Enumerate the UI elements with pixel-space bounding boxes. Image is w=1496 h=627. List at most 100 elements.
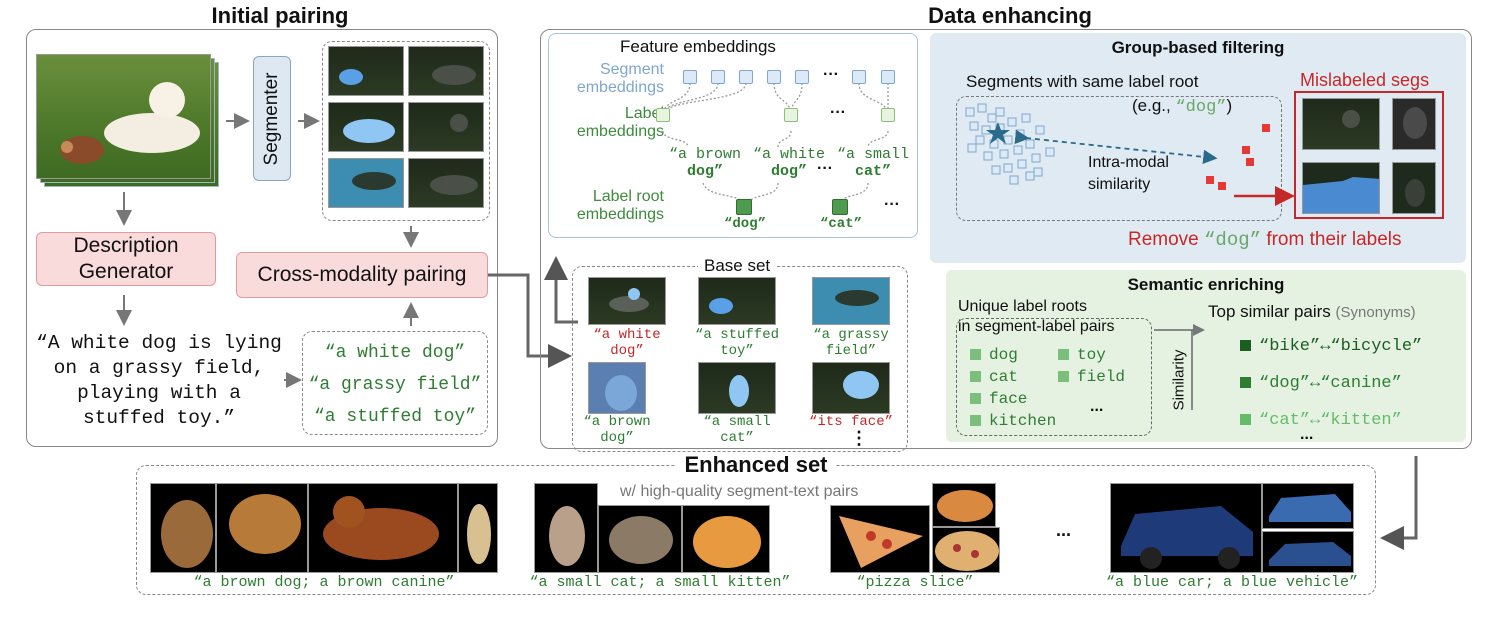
root-item: cat xyxy=(970,366,1056,388)
group-filtering-title: Group-based filtering xyxy=(1111,38,1285,57)
synonym-pairs: “bike”↔“bicycle” “dog”↔“canine” “cat”↔“k… xyxy=(1240,328,1422,439)
label-node xyxy=(881,108,895,122)
root-text-cat: “cat” xyxy=(819,216,862,232)
synonym-pair: “dog”↔“canine” xyxy=(1240,365,1422,402)
base-thumb-brown-dog xyxy=(588,362,646,414)
enhanced-caption: “pizza slice” xyxy=(856,574,974,591)
enhanced-car-2 xyxy=(1262,483,1354,529)
segment-node xyxy=(852,70,866,84)
phrases-list: “a white dog” “a grassy field” “a stuffe… xyxy=(302,337,488,433)
enhanced-cat-2 xyxy=(598,505,682,573)
segment-ellipsis: ··· xyxy=(823,66,839,83)
enhanced-pizza-2 xyxy=(932,483,996,527)
base-thumb-grassy-field xyxy=(812,277,890,325)
segment-toy xyxy=(328,46,404,96)
enhanced-dog-1 xyxy=(150,483,216,573)
mislabeled-segs-box xyxy=(1294,91,1444,219)
similarity-arrow xyxy=(1154,324,1205,410)
segmenter-box: Segmenter xyxy=(253,56,291,181)
root-item: dog xyxy=(970,344,1056,366)
example-root-label: (e.g., “dog”) xyxy=(1132,96,1233,117)
enhanced-subtitle: w/ high-quality segment-text pairs xyxy=(620,483,859,500)
description-generator-label: Description Generator xyxy=(73,234,179,283)
phrase-item: “a grassy field” xyxy=(308,375,482,395)
segment-embeddings-label: Segment embeddings xyxy=(576,61,664,96)
caption-line: stuffed toy.” xyxy=(82,407,236,429)
synonym-pair: “bike”↔“bicycle” xyxy=(1240,328,1422,365)
root-item: toy xyxy=(1058,344,1125,366)
root-item: field xyxy=(1058,366,1125,388)
feature-embeddings-title: Feature embeddings xyxy=(620,37,776,56)
semantic-enriching-panel xyxy=(946,270,1466,442)
enhanced-caption: “a blue car; a blue vehicle” xyxy=(1105,574,1359,591)
root-item: face xyxy=(970,388,1056,410)
enhanced-car-3 xyxy=(1262,531,1354,573)
segment-node xyxy=(739,70,753,84)
root-ellipsis: ··· xyxy=(884,196,900,213)
segment-scene-dim xyxy=(408,158,484,208)
base-thumb-face xyxy=(812,362,890,414)
data-enhancing-panel xyxy=(540,29,1472,449)
same-root-label: Segments with same label root xyxy=(966,72,1199,91)
enhanced-dog-3 xyxy=(308,483,458,573)
unique-roots-col1: dog cat face kitchen xyxy=(970,344,1056,432)
unique-roots-more: ... xyxy=(1090,398,1104,415)
synonym-pairs-more: ... xyxy=(1300,426,1314,443)
cross-modality-pairing-box: Cross-modality pairing xyxy=(236,252,488,298)
enhanced-caption: “a brown dog; a brown canine” xyxy=(193,574,455,591)
semantic-enriching-title: Semantic enriching xyxy=(1127,275,1285,294)
mislabeled-seg-3 xyxy=(1302,162,1380,214)
base-caption: “its face” xyxy=(808,414,893,430)
enhanced-ellipsis: ... xyxy=(1056,520,1072,540)
base-more-ellipsis: ⋮ xyxy=(850,428,868,448)
base-thumb-white-dog xyxy=(588,277,666,325)
top-similar-pairs-label: Top similar pairs (Synonyms) xyxy=(1208,302,1416,321)
base-thumb-stuffed-toy xyxy=(698,277,776,325)
initial-pairing-heading: Initial pairing xyxy=(211,3,349,28)
root-item: kitchen xyxy=(970,410,1056,432)
mislabeled-arrow xyxy=(1234,186,1295,206)
label-root-embeddings-label: Label root embeddings xyxy=(576,188,664,223)
enhanced-cat-1 xyxy=(534,483,598,573)
enhanced-dog-2 xyxy=(216,483,308,573)
synonym-pair: “cat”↔“kitten” xyxy=(1240,402,1422,439)
centroid-star-icon xyxy=(986,122,1010,144)
segment-node xyxy=(881,70,895,84)
data-enhancing-heading: Data enhancing xyxy=(928,3,1092,28)
label-ellipsis: ··· xyxy=(830,104,846,121)
enhanced-caption: “a small cat; a small kitten” xyxy=(529,574,791,591)
base-set-title: Base set xyxy=(698,256,777,276)
generated-caption: “A white dog is lying on a grassy field,… xyxy=(28,331,290,431)
phrase-item: “a stuffed toy” xyxy=(313,407,477,427)
segments-grid xyxy=(322,41,490,221)
base-thumb-small-cat xyxy=(698,362,776,414)
segment-node xyxy=(711,70,725,84)
mislabeled-seg-2 xyxy=(1392,98,1436,150)
enhanced-cat-3 xyxy=(682,505,770,573)
cluster-plot xyxy=(965,103,1270,190)
enhanced-set-heading: Enhanced set xyxy=(676,452,836,478)
label-node xyxy=(784,108,798,122)
enhanced-dog-4 xyxy=(458,483,498,573)
label-node xyxy=(656,108,670,122)
segment-node xyxy=(795,70,809,84)
remove-instruction: Remove “dog” from their labels xyxy=(1128,229,1402,251)
enhanced-car-1 xyxy=(1110,483,1262,573)
same-root-cluster-box xyxy=(956,96,1282,221)
embedding-graph xyxy=(662,82,889,204)
segment-dog-blue xyxy=(328,102,404,152)
description-generator-box: Description Generator xyxy=(36,232,216,286)
mislabeled-seg-1 xyxy=(1302,98,1380,150)
root-node-dog xyxy=(736,199,752,215)
mislabeled-seg-4 xyxy=(1392,162,1436,214)
feature-embeddings-panel xyxy=(548,33,918,238)
input-photo xyxy=(36,54,211,179)
